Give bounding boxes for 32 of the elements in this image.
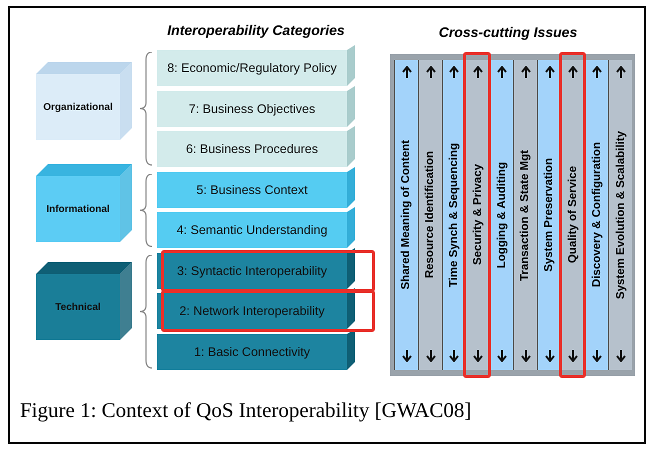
figure-caption: Figure 1: Context of QoS Interoperability [GWAC08]	[20, 398, 472, 423]
issue-label: Shared Meaning of Content	[400, 140, 412, 290]
issue-column	[608, 60, 632, 370]
issue-column	[536, 60, 561, 370]
group-label: Organizational	[43, 102, 113, 112]
issue-label: Time Synch & Sequencing	[448, 142, 460, 288]
issue-label: Transaction & State Mgt	[519, 150, 532, 280]
issue-column	[489, 60, 513, 370]
layer-label: 5: Business Context	[196, 182, 308, 196]
group-label: Technical	[55, 302, 101, 312]
section-heading: Interoperability Categories	[166, 22, 346, 38]
layer-label: 8: Economic/Regulatory Policy	[167, 61, 337, 75]
issue-label: Resource Identification	[424, 151, 436, 279]
issue-column	[465, 60, 490, 370]
issue-label: System Evolution & Scalability	[614, 130, 627, 300]
issue-label: System Preservation	[543, 158, 556, 272]
issue-column	[513, 60, 537, 370]
issue-label: Security & Privacy	[472, 164, 484, 266]
layer-label: 6: Business Procedures	[186, 142, 318, 156]
issue-column	[394, 60, 418, 370]
layer-label: 4: Semantic Understanding	[176, 223, 328, 237]
layer-label: 2: Network Interoperability	[179, 304, 325, 318]
layer-label: 1: Basic Connectivity	[194, 344, 310, 358]
section-heading: Cross-cutting Issues	[438, 24, 578, 40]
layer-label: 7: Business Objectives	[188, 102, 316, 116]
issue-label: Discovery & Configuration	[590, 142, 603, 288]
layer-label: 3: Syntactic Interoperability	[176, 264, 328, 278]
group-label: Informational	[46, 204, 110, 214]
issue-column	[584, 60, 608, 370]
issue-label: Quality of Service	[566, 166, 579, 264]
issue-label: Logging & Auditing	[496, 162, 508, 268]
issue-column	[418, 60, 442, 370]
